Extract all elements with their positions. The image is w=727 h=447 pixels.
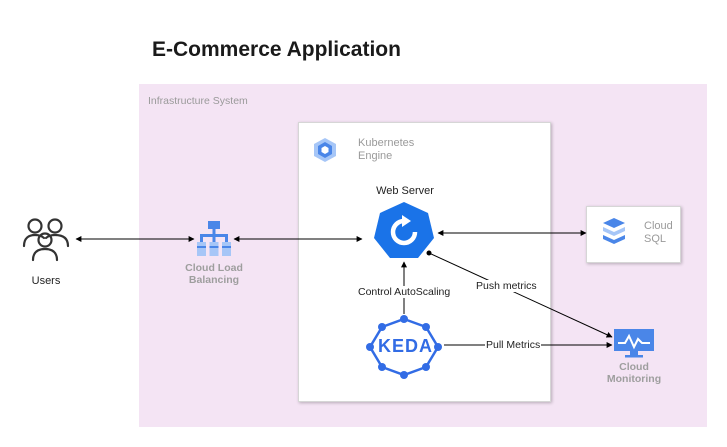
push-metrics-label: Push metrics <box>475 280 538 292</box>
diagram-title: E-Commerce Application <box>152 38 401 61</box>
pull-metrics-label: Pull Metrics <box>485 339 542 351</box>
load-balancer-label: Cloud Load Balancing <box>185 262 243 286</box>
cloud-sql-label: Cloud SQL <box>644 220 673 245</box>
keda-logo-text: KEDA <box>378 336 434 356</box>
users-icon <box>22 218 70 262</box>
kubernetes-engine-label: Kubernetes Engine <box>358 137 415 162</box>
edge-source-dot <box>426 250 432 256</box>
kubernetes-engine-icon <box>314 138 336 162</box>
control-autoscaling-label: Control AutoScaling <box>357 286 452 298</box>
keda-icon <box>366 315 442 379</box>
web-server-label: Web Server <box>376 185 434 197</box>
users-label: Users <box>31 275 61 287</box>
edge-webserver-monitoring <box>428 252 613 338</box>
monitoring-label: Cloud Monitoring <box>606 361 662 385</box>
web-server-icon <box>374 202 434 258</box>
monitoring-icon <box>614 329 654 358</box>
cloud-sql-card <box>586 206 681 263</box>
cloud-sql-icon <box>603 218 625 244</box>
infrastructure-system-label: Infrastructure System <box>148 95 248 107</box>
load-balancer-icon <box>197 221 231 256</box>
